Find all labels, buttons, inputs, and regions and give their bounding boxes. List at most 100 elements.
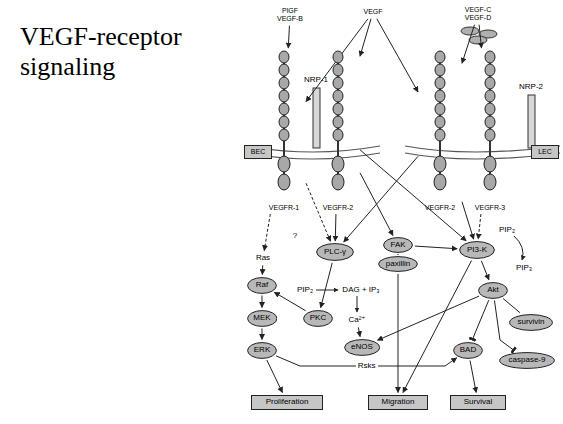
node-label: Raf — [256, 281, 268, 290]
node-label: VEGFR-2 — [323, 204, 353, 212]
signal-arrow — [398, 274, 399, 393]
edge-label: Rsks — [356, 362, 378, 371]
node-label: PKC — [310, 314, 326, 323]
reaction-arrow — [357, 296, 358, 312]
node-label: VEGFR-3 — [475, 204, 505, 212]
cell-box: Survival — [450, 395, 506, 410]
node-label: survivin — [517, 318, 544, 327]
signal-arrow — [481, 261, 489, 280]
molecule-label: DAG + IP₃ — [342, 286, 379, 295]
receptor: VEGFR-2 — [420, 50, 460, 212]
node-label: ERK — [254, 346, 270, 355]
signal-arrow — [321, 263, 333, 308]
molecule-ellipse: eNOS — [344, 339, 380, 356]
node-label: PI3-K — [467, 246, 487, 255]
nrp-receptor — [313, 88, 320, 148]
node-label: caspase-9 — [509, 356, 546, 365]
node-label: Survival — [464, 398, 492, 407]
signal-arrow — [479, 25, 481, 48]
node-label: eNOS — [351, 343, 373, 352]
node-label: VEGF-C VEGF-D — [458, 6, 498, 21]
molecule-ellipse: Akt — [478, 282, 508, 299]
signal-arrow — [335, 214, 337, 241]
cell-box: LEC — [531, 145, 559, 159]
signal-arrow — [358, 327, 360, 336]
molecule-ellipse: PKC — [303, 310, 333, 327]
molecule-label: VEGF — [358, 7, 388, 17]
cell-box: Proliferation — [251, 395, 323, 410]
node-label: PLC-γ — [324, 248, 346, 257]
signal-arrow — [261, 329, 262, 340]
signal-arrow — [261, 296, 262, 308]
signal-arrow — [415, 246, 457, 249]
molecule-ellipse: ERK — [247, 342, 277, 359]
signal-arrow — [472, 300, 489, 340]
signal-arrow — [377, 19, 418, 92]
molecule-ellipse: FAK — [383, 237, 413, 253]
molecule-label: Ca²⁺ — [345, 315, 369, 326]
receptor: VEGFR-3 — [470, 50, 510, 212]
signal-arrow — [398, 254, 399, 255]
signal-arrow — [344, 156, 418, 242]
molecule-label: PIP₂ — [297, 286, 313, 295]
molecule-label: NRP-1 — [304, 76, 328, 85]
molecule-label: ? — [293, 232, 297, 241]
node-label: Akt — [487, 286, 499, 295]
molecule-label: Ras — [251, 253, 275, 264]
receptor-drawing — [318, 50, 358, 200]
node-label: BEC — [251, 148, 265, 156]
node-label: VEGF — [363, 8, 382, 16]
signal-arrow — [403, 261, 472, 393]
molecule-ellipse: PI3-K — [459, 241, 495, 259]
node-label: paxillin — [386, 260, 410, 269]
molecule-label: NRP-2 — [519, 83, 543, 92]
signal-arrow — [262, 265, 263, 274]
cell-box: Migration — [368, 395, 428, 410]
molecule-ellipse: paxillin — [378, 256, 418, 272]
signal-arrow — [288, 26, 289, 48]
molecule-ellipse: MEK — [247, 310, 278, 327]
signal-arrow — [267, 360, 283, 392]
node-label: FAK — [390, 241, 405, 250]
node-label: Ca²⁺ — [348, 316, 365, 325]
signal-arrow — [377, 296, 479, 340]
node-label: Proliferation — [266, 398, 309, 407]
signal-arrow — [462, 25, 475, 64]
node-label: PlGF VEGF-B — [272, 7, 308, 22]
node-label: LEC — [538, 148, 552, 156]
cell-box: BEC — [244, 145, 272, 159]
ligand-dimer — [461, 27, 497, 44]
molecule-label: PlGF VEGF-B — [272, 6, 308, 23]
receptor-drawing — [470, 50, 510, 200]
molecule-label: VEGF-C VEGF-D — [458, 5, 498, 22]
signal-arrow — [360, 150, 466, 241]
molecule-ellipse: BAD — [453, 342, 483, 359]
node-label: BAD — [460, 346, 476, 355]
molecule-label: PIP₃ — [516, 264, 532, 273]
signal-arrow — [478, 214, 481, 239]
node-label: MEK — [253, 314, 270, 323]
receptor-drawing — [264, 50, 304, 200]
signal-arrow — [264, 214, 270, 251]
signal-arrow — [470, 360, 476, 392]
signal-arrow — [274, 292, 305, 311]
signal-arrow — [503, 298, 520, 312]
signal-arrow — [306, 19, 368, 102]
molecule-ellipse: survivin — [509, 314, 553, 331]
node-label: Ras — [256, 254, 270, 263]
slide-title: VEGF-receptor signaling — [20, 22, 210, 82]
node-label: Migration — [382, 398, 415, 407]
node-label: VEGFR-2 — [425, 204, 455, 212]
signal-arrow — [306, 183, 330, 241]
receptor-drawing — [420, 50, 460, 200]
nrp-receptor — [528, 95, 535, 148]
receptor: VEGFR-2 — [318, 50, 358, 212]
molecule-ellipse: Raf — [247, 277, 277, 294]
molecule-ellipse: caspase-9 — [499, 352, 555, 369]
reaction-arrow — [316, 290, 338, 291]
node-label: VEGFR-1 — [269, 204, 299, 212]
signal-arrow — [360, 19, 371, 56]
molecule-label: PIP₂ — [499, 226, 515, 235]
signal-arrow — [462, 202, 474, 239]
reaction-arrow — [514, 236, 523, 260]
